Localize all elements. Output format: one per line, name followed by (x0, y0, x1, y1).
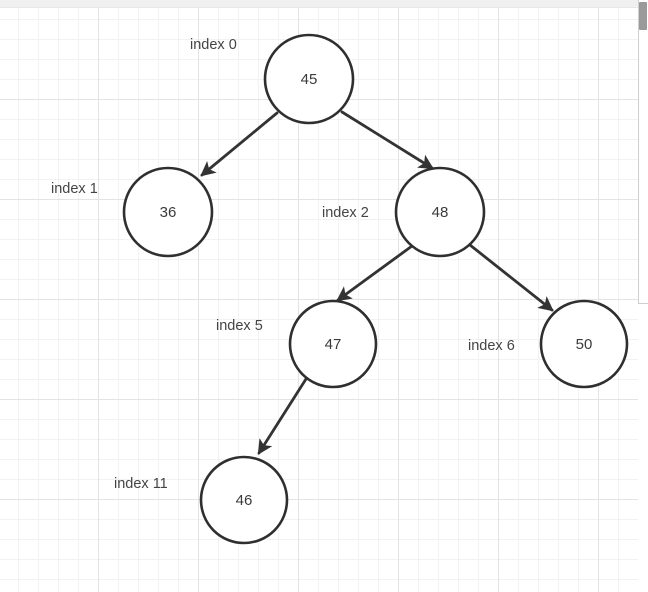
index-label-n0: index 0 (190, 37, 237, 53)
index-label-n6: index 6 (468, 338, 515, 354)
grid-canvas[interactable] (0, 8, 638, 592)
vertical-scrollbar[interactable] (638, 0, 648, 304)
index-label-n1: index 1 (51, 181, 98, 197)
index-label-n5: index 5 (216, 318, 263, 334)
scrollbar-thumb[interactable] (639, 2, 647, 30)
index-label-n11: index 11 (114, 476, 168, 492)
index-label-n2: index 2 (322, 205, 369, 221)
window-top-strip (0, 0, 648, 8)
